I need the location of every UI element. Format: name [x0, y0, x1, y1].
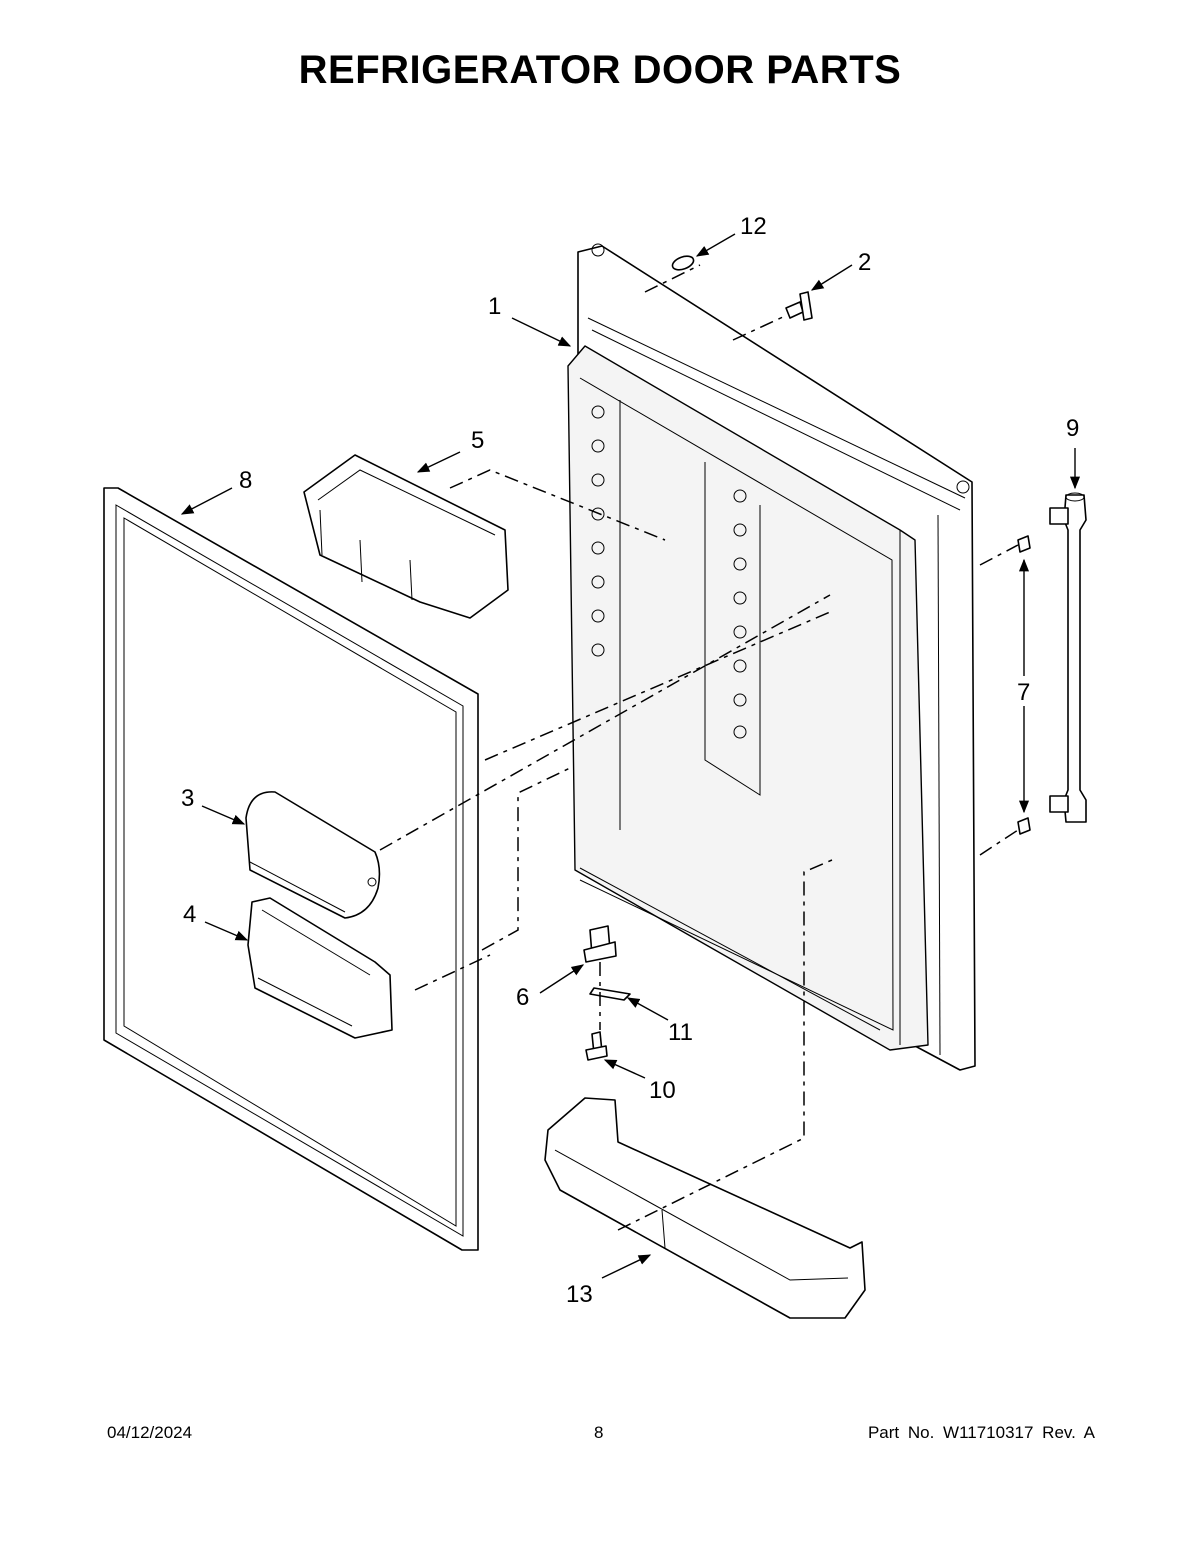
shelf-pegs-right: [733, 489, 747, 739]
callout-7: 7: [1017, 679, 1030, 706]
dairy-bin-part-4: [247, 897, 393, 1039]
assembly-lines: [379, 264, 1019, 1231]
dairy-cover-part-3: [245, 791, 381, 919]
callout-10: 10: [649, 1077, 676, 1104]
callout-3: 3: [181, 785, 194, 812]
page-title: REFRIGERATOR DOOR PARTS: [298, 48, 902, 92]
handle-studs-part-7: [1017, 535, 1031, 835]
footer-date: 04/12/2024: [107, 1423, 193, 1442]
callout-6: 6: [516, 984, 529, 1011]
callout-5: 5: [471, 427, 484, 454]
door-bin-part-5: [303, 454, 509, 619]
callout-13: 13: [566, 1281, 593, 1308]
callout-8: 8: [239, 467, 252, 494]
shim-part-11: [589, 987, 631, 1001]
screw-part-10: [585, 1031, 608, 1061]
shelf-pegs-left: [591, 405, 605, 657]
footer-part-number: Part No. W11710317 Rev. A: [867, 1423, 1095, 1442]
callout-11: 11: [668, 1019, 693, 1046]
door-liner-part-1: [567, 243, 976, 1071]
callout-9: 9: [1066, 415, 1079, 442]
hinge-pin-part-6: [583, 925, 617, 963]
callout-12: 12: [740, 213, 767, 240]
screw-part-2: [785, 291, 813, 321]
bottom-door-bin-part-13: [544, 1097, 866, 1319]
callout-leaders: [180, 233, 1081, 1279]
callout-1: 1: [488, 293, 501, 320]
footer-page-number: 8: [594, 1423, 604, 1442]
callout-2: 2: [858, 249, 871, 276]
door-handle-part-9: [1049, 492, 1087, 823]
callout-labels: 1 2 3 4 5 6 7 8 9 10 11 12 13: [181, 213, 1079, 1308]
callout-4: 4: [183, 901, 196, 928]
washer-part-12: [671, 255, 695, 271]
